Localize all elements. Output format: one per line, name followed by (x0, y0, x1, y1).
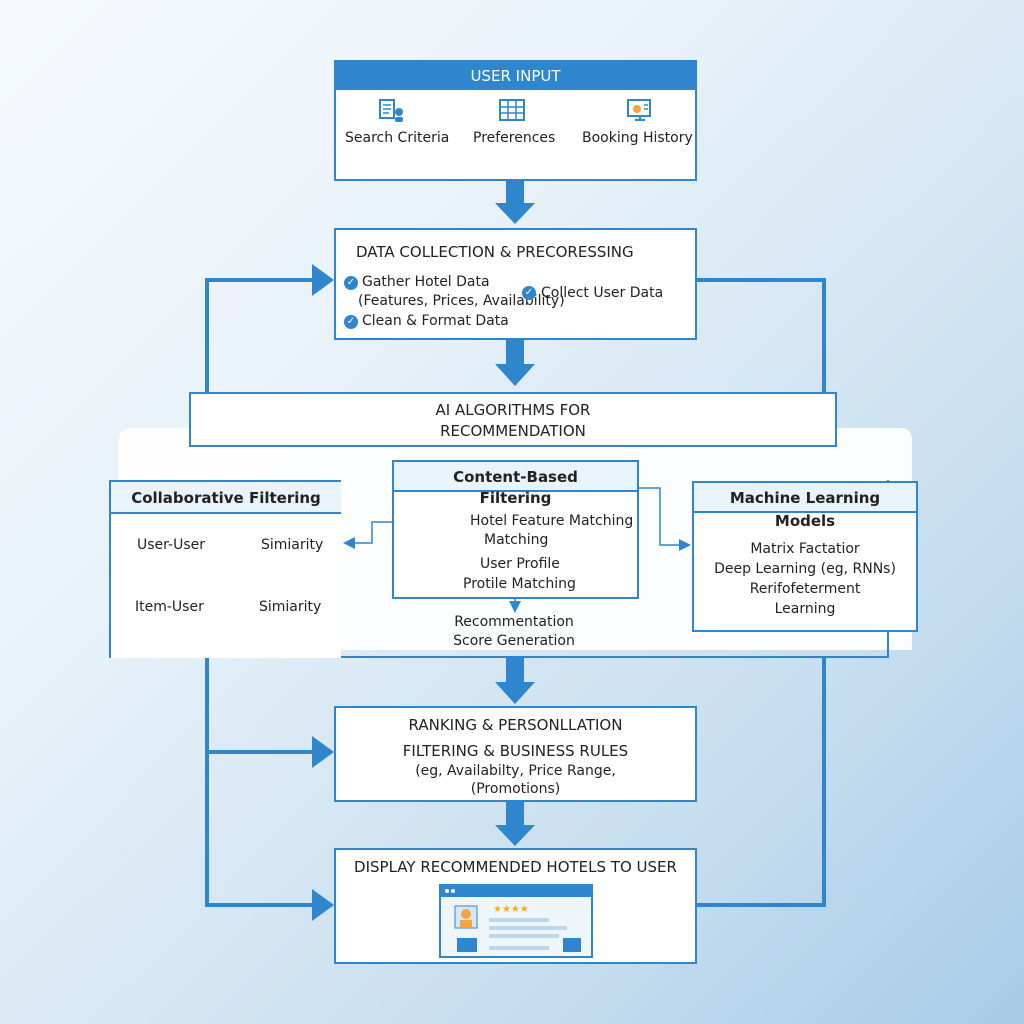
preferences-icon (499, 99, 525, 121)
ai-algorithms-line2: RECOMMENDATION (440, 422, 586, 440)
ml-item-4: Learning (774, 601, 836, 617)
display-title: DISPLAY RECOMMENDED HOTELS TO USER (354, 858, 677, 876)
collect-user-data: Collect User Data (541, 285, 664, 301)
hotel-data-details: (Features, Prices, Availability) (358, 293, 565, 309)
ranking-line-3: (eg, Availabilty, Price Range, (415, 763, 616, 779)
display-box: DISPLAY RECOMMENDED HOTELS TO USER ★★★★ (334, 848, 697, 964)
machine-learning-header (694, 483, 916, 513)
data-collection-title: DATA COLLECTION & PRECORESSING (356, 243, 634, 261)
similarity-label-2: Simiarity (259, 599, 322, 615)
user-input-title: USER INPUT (336, 62, 695, 90)
ml-title-2: Models (774, 512, 836, 530)
ml-title-1: Machine Learning (729, 489, 881, 507)
collaborative-title: Collaborative Filtering (131, 489, 321, 507)
clean-format-data: Clean & Format Data (362, 313, 509, 329)
content-based-title-2: Filtering (479, 489, 552, 507)
ml-item-2: Deep Learning (eg, RNNs) (714, 561, 896, 577)
machine-learning-box: Machine Learning Models Matrix Factatior… (692, 481, 918, 632)
arrow-algorithms-to-ranking (495, 658, 535, 704)
gather-hotel-data: Gather Hotel Data (362, 274, 490, 290)
user-input-box: USER INPUT Search Criteria Preferences B… (334, 60, 697, 181)
score-line-2: Score Generation (453, 633, 575, 649)
data-collection-box: DATA COLLECTION & PRECORESSING ✓ Gather … (334, 228, 697, 340)
ai-algorithms-line1: AI ALGORITHMS FOR (435, 401, 591, 419)
content-based-header (394, 462, 637, 492)
booking-history-label: Booking History (582, 130, 693, 146)
content-based-title-1: Content-Based (453, 468, 578, 486)
ranking-line-1: RANKING & PERSONLLATION (408, 716, 623, 734)
feature-matching-cont: Matching (484, 532, 549, 548)
score-line-1: Recommentation (454, 614, 574, 630)
arrow-input-to-collection (495, 180, 535, 224)
profile-matching-label: Protile Matching (463, 576, 576, 592)
arrow-ranking-to-display (495, 802, 535, 846)
user-user-label: User-User (137, 537, 205, 553)
user-profile-label: User Profile (480, 556, 560, 572)
search-criteria-label: Search Criteria (345, 130, 450, 146)
left-lower-line (205, 658, 318, 907)
ml-item-1: Matrix Factatior (750, 541, 860, 557)
collaborative-filtering-box: Collaborative Filtering User-User Simiar… (109, 480, 341, 658)
collaborative-header: Collaborative Filtering (111, 482, 341, 514)
booking-history-icon (627, 99, 651, 121)
check-icon: ✓ (344, 315, 358, 329)
check-icon: ✓ (344, 276, 358, 290)
item-user-label: Item-User (135, 599, 204, 615)
svg-text:★★★★: ★★★★ (493, 904, 529, 915)
check-icon: ✓ (522, 286, 536, 300)
ranking-line-4: (Promotions) (470, 781, 561, 797)
arrow-collection-to-ai (495, 340, 535, 386)
content-based-box: Content-Based Filtering Hotel Feature Ma… (392, 460, 639, 599)
hotel-feature-matching: Hotel Feature Matching (470, 513, 634, 529)
ranking-box: RANKING & PERSONLLATION FILTERING & BUSI… (334, 706, 697, 802)
search-criteria-icon (379, 99, 403, 122)
right-lower-line (696, 658, 826, 907)
ranking-line-2: FILTERING & BUSINESS RULES (402, 742, 629, 760)
ml-item-3: Rerifofeterment (749, 581, 861, 597)
right-feedback-line (696, 278, 826, 392)
hotel-listing-screen-icon: ★★★★ (439, 884, 593, 958)
left-feedback-line (205, 278, 318, 392)
preferences-label: Preferences (473, 130, 556, 146)
similarity-label-1: Simiarity (261, 537, 324, 553)
ai-algorithms-box: AI ALGORITHMS FOR RECOMMENDATION (189, 392, 837, 447)
